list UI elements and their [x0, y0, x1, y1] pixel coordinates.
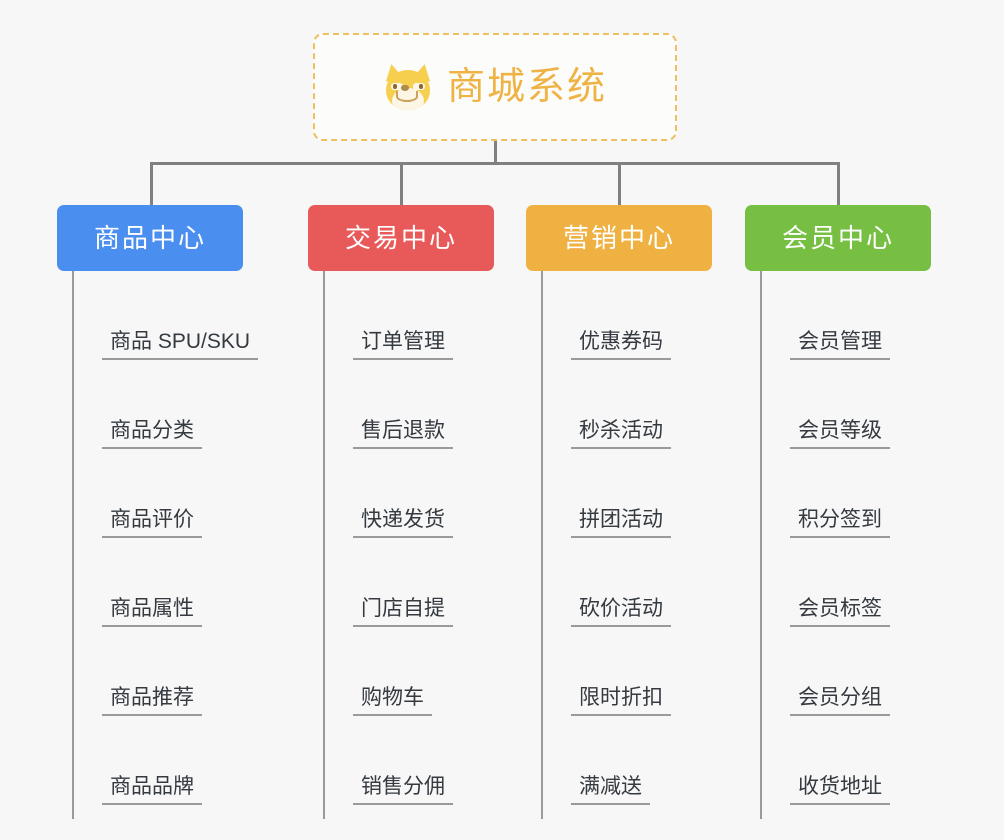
connector-drop-2 — [400, 162, 403, 207]
leaf-item[interactable]: 商品推荐 — [72, 627, 202, 716]
leaf-item[interactable]: 满减送 — [541, 716, 650, 805]
leaf-label: 购物车 — [353, 685, 432, 716]
branch-spine-3 — [541, 271, 543, 819]
leaf-label: 会员管理 — [790, 329, 890, 360]
leaf-item[interactable]: 商品评价 — [72, 449, 202, 538]
leaf-item[interactable]: 拼团活动 — [541, 449, 671, 538]
leaf-item[interactable]: 会员标签 — [760, 538, 890, 627]
connector-root-stem — [494, 141, 497, 164]
category-label-3: 营销中心 — [562, 223, 675, 253]
leaf-item[interactable]: 售后退款 — [323, 360, 453, 449]
branch-column-4: 会员管理 会员等级 积分签到 会员标签 会员分组 收货地址 — [760, 271, 960, 833]
leaf-label: 秒杀活动 — [571, 418, 671, 449]
leaf-label: 售后退款 — [353, 418, 453, 449]
leaf-item[interactable]: 商品品牌 — [72, 716, 202, 805]
leaf-item[interactable]: 秒杀活动 — [541, 360, 671, 449]
connector-horizontal-bus — [150, 162, 840, 165]
leaf-item[interactable]: 购物车 — [323, 627, 432, 716]
leaf-item[interactable]: 会员分组 — [760, 627, 890, 716]
branch-column-1: 商品 SPU/SKU 商品分类 商品评价 商品属性 商品推荐 商品品牌 — [72, 271, 302, 833]
leaf-label: 商品推荐 — [102, 685, 202, 716]
category-box-1[interactable]: 商品中心 — [57, 205, 243, 271]
shiba-dog-icon — [382, 62, 434, 110]
category-label-4: 会员中心 — [781, 223, 894, 253]
leaf-label: 积分签到 — [790, 507, 890, 538]
connector-drop-3 — [618, 162, 621, 207]
category-label-2: 交易中心 — [344, 223, 457, 253]
leaf-label: 销售分佣 — [353, 774, 453, 805]
leaf-item[interactable]: 订单管理 — [323, 271, 453, 360]
leaf-item[interactable]: 商品 SPU/SKU — [72, 271, 259, 360]
branch-spine-1 — [72, 271, 74, 819]
leaf-label: 商品品牌 — [102, 774, 202, 805]
leaf-label: 拼团活动 — [571, 507, 671, 538]
leaf-item[interactable]: 砍价活动 — [541, 538, 671, 627]
leaf-label: 商品分类 — [102, 418, 202, 449]
leaf-item[interactable]: 销售分佣 — [323, 716, 453, 805]
connector-drop-1 — [150, 162, 153, 207]
leaf-label: 砍价活动 — [571, 596, 671, 627]
leaf-label: 快递发货 — [353, 507, 453, 538]
leaf-label: 商品评价 — [102, 507, 202, 538]
category-box-2[interactable]: 交易中心 — [308, 205, 494, 271]
leaf-item[interactable]: 优惠券码 — [541, 271, 671, 360]
leaf-label: 优惠券码 — [571, 329, 671, 360]
branch-spine-2 — [323, 271, 325, 819]
leaf-item[interactable]: 积分签到 — [760, 449, 890, 538]
leaf-item[interactable]: 限时折扣 — [541, 627, 671, 716]
leaf-label: 会员等级 — [790, 418, 890, 449]
leaf-label: 满减送 — [571, 774, 650, 805]
leaf-item[interactable]: 快递发货 — [323, 449, 453, 538]
leaf-item[interactable]: 商品分类 — [72, 360, 202, 449]
root-node[interactable]: 商城系统 — [313, 33, 677, 141]
leaf-label: 收货地址 — [790, 774, 890, 805]
leaf-item[interactable]: 会员等级 — [760, 360, 890, 449]
leaf-item[interactable]: 门店自提 — [323, 538, 453, 627]
leaf-label: 限时折扣 — [571, 685, 671, 716]
branch-column-3: 优惠券码 秒杀活动 拼团活动 砍价活动 限时折扣 满减送 — [541, 271, 741, 833]
category-box-4[interactable]: 会员中心 — [745, 205, 931, 271]
category-box-3[interactable]: 营销中心 — [526, 205, 712, 271]
leaf-item[interactable]: 会员管理 — [760, 271, 890, 360]
leaf-label: 商品属性 — [102, 596, 202, 627]
leaf-item[interactable]: 收货地址 — [760, 716, 890, 805]
category-label-1: 商品中心 — [93, 223, 206, 253]
leaf-label: 订单管理 — [353, 329, 453, 360]
branch-column-2: 订单管理 售后退款 快递发货 门店自提 购物车 销售分佣 — [323, 271, 523, 833]
leaf-label: 会员分组 — [790, 685, 890, 716]
leaf-item[interactable]: 商品属性 — [72, 538, 202, 627]
connector-drop-4 — [837, 162, 840, 207]
root-title: 商城系统 — [446, 66, 607, 108]
leaf-label: 会员标签 — [790, 596, 890, 627]
leaf-label: 门店自提 — [353, 596, 453, 627]
leaf-label: 商品 SPU/SKU — [102, 329, 259, 360]
branch-spine-4 — [760, 271, 762, 819]
